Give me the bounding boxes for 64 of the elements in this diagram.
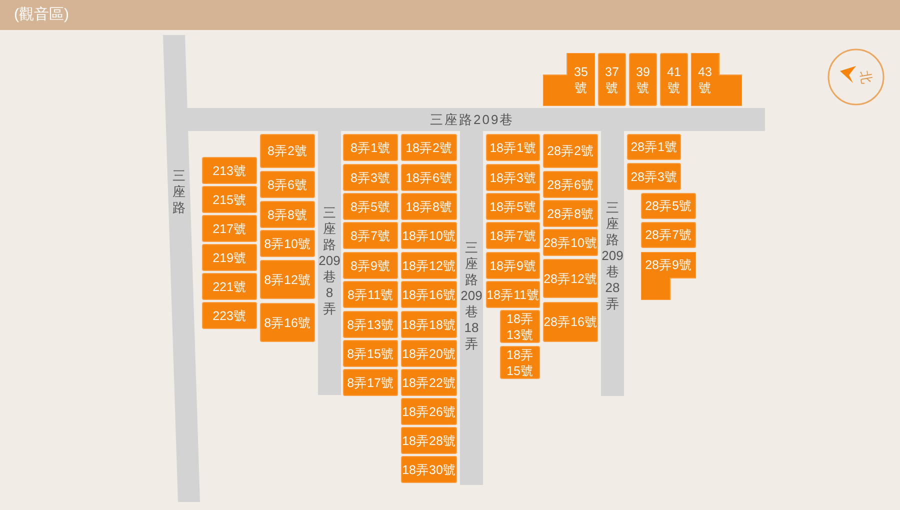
- lot-parcel: 18弄22號: [401, 369, 457, 396]
- lot-parcel: 217號: [202, 215, 257, 242]
- lot-parcel: 219號: [202, 244, 257, 271]
- lot-parcel: 43號: [691, 53, 742, 106]
- lot-parcel: 18弄3號: [486, 164, 540, 191]
- lot-parcel: 18弄13號: [500, 310, 540, 343]
- lot-parcel: 8弄15號: [343, 340, 398, 367]
- lot-parcel: 18弄28號: [401, 427, 457, 454]
- lot-parcel: 8弄2號: [260, 134, 315, 168]
- lot-parcel: 18弄18號: [401, 311, 457, 338]
- lot-parcel: 8弄10號: [260, 230, 315, 257]
- lot-parcel: 213號: [202, 157, 257, 184]
- lot-parcel: 18弄10號: [401, 222, 457, 249]
- lot-parcel: 28弄5號: [641, 193, 696, 219]
- lot-parcel: 18弄8號: [401, 193, 457, 220]
- lot-parcel: 18弄26號: [401, 398, 457, 425]
- road: 三座路209巷: [185, 108, 765, 131]
- lot-parcel: 39號: [629, 53, 657, 106]
- lot-parcel: 223號: [202, 302, 257, 329]
- lot-parcel: 8弄11號: [343, 281, 398, 308]
- page-title: (觀音區): [14, 6, 69, 24]
- lot-parcel: 18弄20號: [401, 340, 457, 367]
- lot-parcel: 18弄12號: [401, 252, 457, 279]
- lot-parcel: 8弄17號: [343, 369, 398, 396]
- lot-parcel: 8弄5號: [343, 193, 398, 220]
- lot-parcel: 28弄7號: [641, 222, 696, 248]
- lot-parcel: 28弄8號: [543, 200, 598, 227]
- lot-parcel: 18弄9號: [486, 252, 540, 279]
- lot-parcel: 28弄10號: [543, 229, 598, 256]
- lot-parcel: 18弄30號: [401, 456, 457, 483]
- lot-parcel: 41號: [660, 53, 688, 106]
- lot-parcel: 215號: [202, 186, 257, 213]
- lot-parcel: 18弄7號: [486, 222, 540, 249]
- road: 三座路209巷8弄: [318, 131, 341, 395]
- lot-parcel: 18弄2號: [401, 134, 457, 161]
- lot-parcel: 37號: [598, 53, 626, 106]
- lot-parcel: 28弄9號: [641, 252, 696, 300]
- lot-parcel: 8弄6號: [260, 171, 315, 198]
- lot-parcel: 221號: [202, 273, 257, 300]
- lot-parcel: 28弄6號: [543, 171, 598, 198]
- lot-parcel: 18弄16號: [401, 281, 457, 308]
- lot-parcel: 8弄7號: [343, 222, 398, 249]
- lot-parcel: 8弄3號: [343, 164, 398, 191]
- lot-parcel: 18弄5號: [486, 193, 540, 220]
- lot-parcel: 28弄16號: [543, 302, 598, 342]
- lot-parcel: 18弄6號: [401, 164, 457, 191]
- lot-parcel: 8弄8號: [260, 201, 315, 228]
- road: 三座路209巷18弄: [460, 131, 483, 485]
- lot-parcel: 28弄3號: [627, 163, 681, 190]
- lot-parcel: 28弄2號: [543, 134, 598, 168]
- lot-parcel: 28弄12號: [543, 259, 598, 298]
- lot-parcel: 8弄12號: [260, 260, 315, 299]
- road: 三座路209巷28弄: [601, 131, 624, 396]
- north-label: 北: [857, 69, 874, 85]
- lot-parcel: 18弄15號: [500, 346, 540, 379]
- road: 三座路: [163, 35, 200, 502]
- lot-parcel: 8弄13號: [343, 311, 398, 338]
- lot-parcel: 28弄1號: [627, 134, 681, 160]
- lot-parcel: 8弄16號: [260, 303, 315, 342]
- lot-parcel: 8弄9號: [343, 252, 398, 279]
- lot-parcel: 35號: [543, 53, 595, 106]
- lot-parcel: 8弄1號: [343, 134, 398, 161]
- lot-parcel: 18弄1號: [486, 134, 540, 161]
- lot-parcel: 18弄11號: [486, 281, 540, 308]
